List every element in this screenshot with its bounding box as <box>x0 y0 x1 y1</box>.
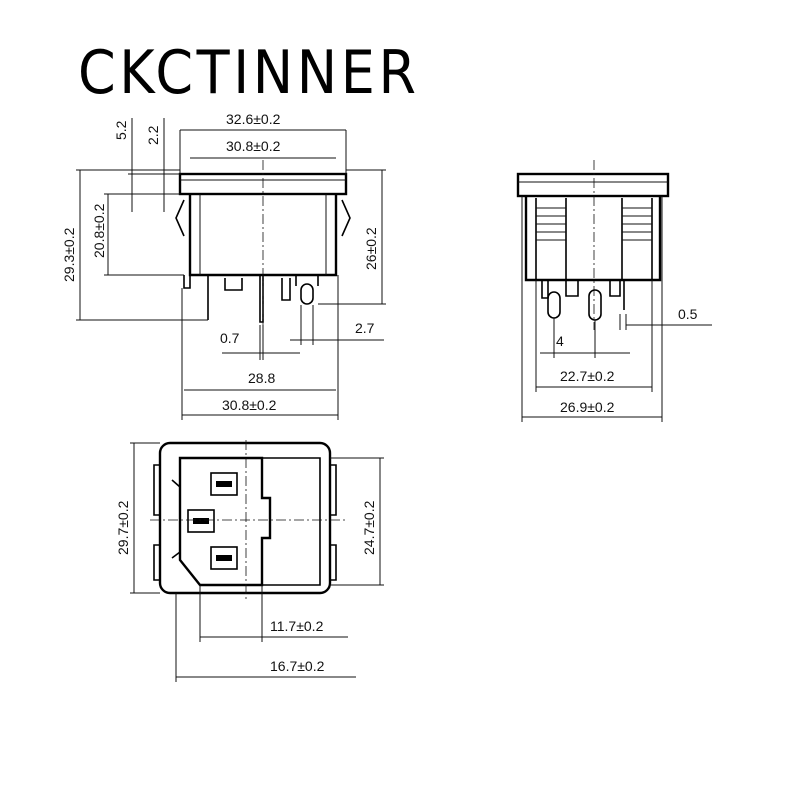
dim-top-width: 32.6±0.2 <box>226 111 281 127</box>
dim-body-height: 20.8±0.2 <box>91 203 107 258</box>
dim-width-16-7: 16.7±0.2 <box>270 658 325 674</box>
dim-base-width: 28.8 <box>248 370 275 386</box>
dim-width-26-9: 26.9±0.2 <box>560 399 615 415</box>
side-flange <box>516 172 670 198</box>
side-view: 0.5 4 22.7±0.2 26.9±0.2 <box>516 160 712 422</box>
bottom-housing <box>158 441 332 595</box>
bottom-pin-earth <box>187 509 215 533</box>
dim-inner-width: 30.8±0.2 <box>226 138 281 154</box>
dim-overall-height: 29.3±0.2 <box>61 227 77 282</box>
side-body <box>524 196 662 282</box>
front-latch-left <box>175 199 185 237</box>
dim-flange-5-2: 5.2 <box>113 120 129 140</box>
dim-right-height-bottom: 24.7±0.2 <box>361 500 377 555</box>
front-view: 32.6±0.2 30.8±0.2 5.2 2.2 29.3±0.2 20.8±… <box>61 111 386 420</box>
bottom-inlet <box>178 456 272 587</box>
bottom-pin-bottom <box>210 546 238 570</box>
bottom-pin-top <box>210 472 238 496</box>
dim-left-height: 29.7±0.2 <box>115 500 131 555</box>
brand-title: CKCTINNER <box>78 38 420 108</box>
dim-pin-2-7: 2.7 <box>355 320 375 336</box>
dim-pin-4: 4 <box>556 333 564 349</box>
dim-bottom-width: 30.8±0.2 <box>222 397 277 413</box>
dim-flange-2-2: 2.2 <box>145 125 161 145</box>
dim-width-22-7: 22.7±0.2 <box>560 368 615 384</box>
dim-pin-0-5: 0.5 <box>678 306 698 322</box>
dim-right-height: 26±0.2 <box>363 227 379 270</box>
bottom-view: 29.7±0.2 24.7±0.2 11.7±0.2 16.7±0.2 <box>115 440 384 682</box>
dim-pin-0-7: 0.7 <box>220 330 240 346</box>
dim-width-11-7: 11.7±0.2 <box>270 618 324 634</box>
front-latch-right <box>341 199 351 237</box>
